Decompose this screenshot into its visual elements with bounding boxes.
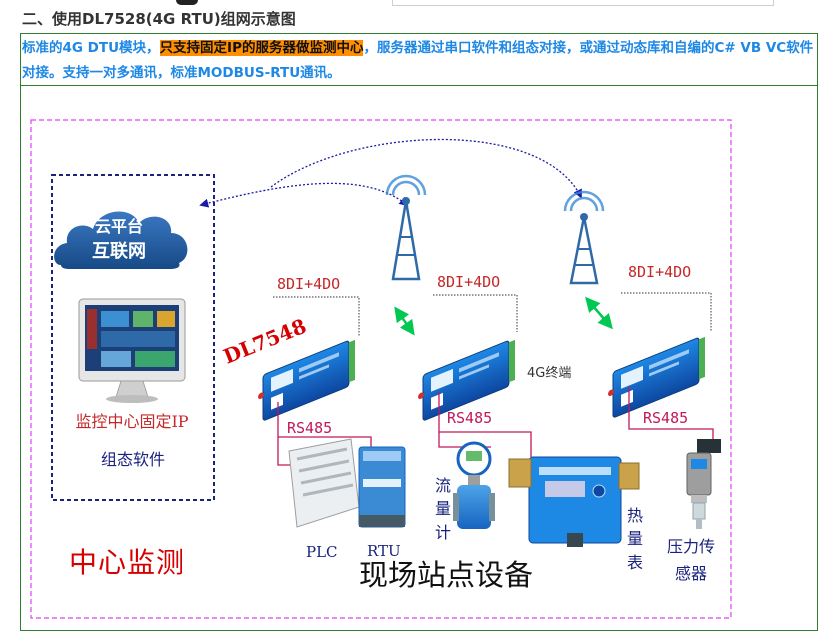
dtu-device-2 [418, 339, 515, 421]
top-table-cell [392, 0, 774, 6]
pressure-label-2: 感器 [675, 564, 707, 583]
rs485-wire-1b [278, 436, 372, 449]
intro-note-text: 标准的4G DTU模块，只支持固定IP的服务器做监测中心，服务器通过串口软件和组… [21, 34, 817, 86]
heatmeter-label-1: 热 [627, 506, 643, 525]
link-arrow-center-to-tower1 [199, 182, 409, 208]
flowmeter-label-1: 流 [435, 476, 451, 495]
top-strip [0, 0, 826, 6]
note-highlight: 只支持固定IP的服务器做监测中心 [159, 40, 364, 56]
cloud-label-1: 云平台 [95, 217, 143, 236]
radio-tower-icon-1 [385, 174, 427, 281]
rs485-label-3: RS485 [643, 409, 688, 427]
heatmeter-label-3: 表 [627, 553, 643, 572]
section-heading: 二、使用DL7528(4G RTU)组网示意图 [22, 10, 296, 28]
link-arrow-to-tower2 [270, 138, 582, 199]
note-part-1: 标准的4G DTU模块， [22, 40, 160, 56]
flowmeter-label-2: 量 [435, 499, 451, 518]
radio-link-1 [394, 306, 415, 336]
io-label-1: 8DI+4DO [277, 275, 340, 293]
top-image-fragment [176, 0, 198, 5]
flowmeter-label-3: 计 [435, 523, 451, 542]
flowmeter-icon [453, 441, 495, 529]
io-label-3: 8DI+4DO [628, 263, 691, 281]
dtu-device-3 [608, 336, 705, 418]
terminal-label: 4G终端 [527, 365, 571, 381]
network-diagram: 云平台 互联网 监控中心固定IP 组态软件 中心监测 现场站点设备 8DI+4D… [30, 119, 732, 619]
radio-link-2 [585, 296, 613, 330]
rs485-wire-2 [438, 392, 532, 457]
rs485-wire-3 [628, 387, 714, 443]
monitor-icon [78, 298, 186, 403]
center-ip-label: 监控中心固定IP [75, 412, 188, 431]
intro-note: 标准的4G DTU模块，只支持固定IP的服务器做监测中心，服务器通过串口软件和组… [21, 34, 817, 86]
plc-label: PLC [306, 543, 338, 561]
io-label-2: 8DI+4DO [437, 273, 500, 291]
content-frame [20, 33, 818, 631]
heat-meter-icon [508, 456, 640, 547]
field-boundary [30, 119, 732, 619]
plc-icon [288, 438, 360, 528]
io-leader-3 [621, 292, 712, 332]
rtu-module-icon [358, 446, 406, 528]
io-leader-2 [433, 294, 518, 332]
note-part-2: ，服务器通过串口软件和组态对接，或通过动态库和自编的C# VB VC软件对接。支… [22, 40, 814, 81]
rs485-label-1: RS485 [287, 419, 332, 437]
rs485-label-2: RS485 [447, 409, 492, 427]
cloud-icon [54, 211, 188, 269]
device-brand-label: DL7548 [220, 314, 310, 369]
center-boundary [51, 174, 215, 501]
radio-tower-icon-2 [563, 190, 605, 285]
pressure-sensor-icon [686, 439, 721, 529]
cloud-label-2: 互联网 [92, 241, 146, 262]
center-monitoring-title: 中心监测 [69, 546, 185, 579]
field-station-title: 现场站点设备 [359, 558, 533, 592]
scada-label: 组态软件 [101, 450, 165, 469]
pressure-label-1: 压力传 [667, 537, 715, 556]
heatmeter-label-2: 量 [627, 529, 643, 548]
rtu-label: RTU [367, 542, 401, 560]
dtu-device-1 [258, 339, 355, 421]
